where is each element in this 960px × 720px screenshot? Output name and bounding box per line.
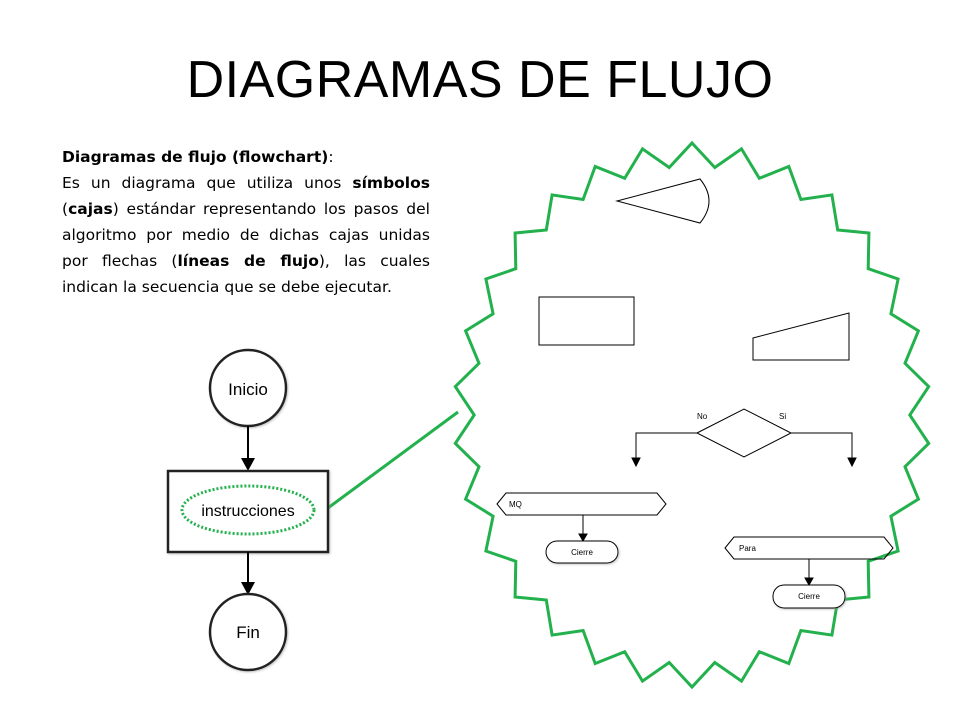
- zoom-bubble: [453, 140, 931, 690]
- end-node: [208, 592, 288, 672]
- example-flowchart: Inicio instrucciones Fin: [166, 348, 330, 672]
- definition-keyword: símbolos: [352, 174, 430, 192]
- flowchart-symbols: [496, 178, 894, 609]
- decision-no-label: No: [697, 412, 708, 421]
- cierre-label-2: Cierre: [798, 592, 820, 601]
- slide-title: DIAGRAMAS DE FLUJO: [186, 51, 774, 109]
- mq-arrowhead: [578, 533, 588, 543]
- definition-keyword: cajas: [68, 200, 113, 218]
- symbol-labels: No Si MQ Para Cierre Cierre: [509, 412, 820, 601]
- definition-subtitle-suffix: :: [328, 148, 334, 166]
- decision-si-branch: [791, 432, 853, 458]
- arrowhead-start-process: [241, 458, 255, 471]
- end-label: Fin: [236, 623, 260, 642]
- definition-subtitle: Diagramas de flujo (flowchart): [62, 148, 329, 166]
- definition-fragment: ), las cuales indican la secuencia que s…: [62, 252, 430, 296]
- cierre-terminal-1: [545, 540, 619, 564]
- para-arrowhead: [804, 577, 814, 587]
- decision-si-label: Si: [779, 412, 786, 421]
- process-box: [166, 469, 330, 554]
- cierre-label-1: Cierre: [571, 548, 593, 557]
- decision-no-branch: [635, 432, 697, 458]
- process-label: instrucciones: [201, 503, 294, 520]
- input-symbol: [752, 312, 850, 361]
- para-label: Para: [739, 544, 756, 553]
- offpage-connector-symbol: [615, 178, 710, 224]
- definition-keyword: líneas de flujo: [177, 252, 319, 270]
- start-label: Inicio: [228, 380, 268, 399]
- definition-body: Es un diagrama que utiliza unos símbolos…: [62, 170, 430, 300]
- arrowhead-no: [631, 457, 641, 468]
- mq-label: MQ: [509, 500, 522, 509]
- definition-text: Diagramas de flujo (flowchart): Es un di…: [62, 144, 430, 300]
- definition-fragment: Es un diagrama que utiliza unos: [62, 174, 353, 192]
- process-highlight-ellipse: [180, 484, 316, 536]
- while-loop-symbol: [496, 492, 667, 516]
- arrowhead-process-end: [241, 582, 255, 595]
- process-symbol: [538, 296, 635, 346]
- zoom-connector-line: [327, 410, 459, 510]
- for-loop-symbol: [724, 536, 894, 560]
- arrowhead-si: [847, 457, 857, 468]
- definition-fragment: (: [62, 200, 69, 218]
- cierre-terminal-2: [772, 584, 846, 609]
- definition-fragment: ) estándar representando los pasos del a…: [62, 200, 430, 270]
